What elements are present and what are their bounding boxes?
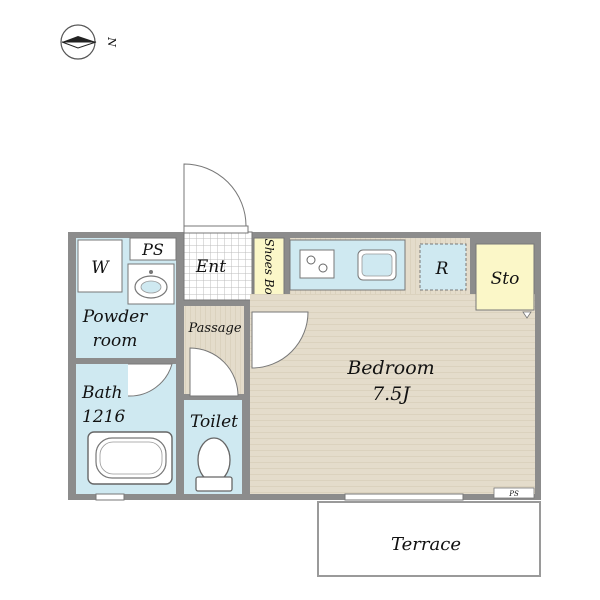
storage-label: Sto: [491, 269, 520, 289]
north-arrow-icon: [60, 24, 97, 60]
powder-room-label-1: Powder: [82, 307, 148, 327]
shoes-box-label: Shoes Box: [262, 238, 276, 301]
passage-door-swing: [189, 347, 239, 397]
bath-door-swing: [127, 363, 173, 397]
powder-room-label-2: room: [93, 331, 138, 351]
washer-label: W: [91, 258, 110, 278]
passage-label: Passage: [187, 321, 241, 336]
kitchen-counter: [289, 239, 406, 291]
toilet-label: Toilet: [190, 412, 238, 432]
entrance: [183, 231, 253, 301]
terrace-label: Terrace: [391, 534, 461, 555]
vanity-sink: [127, 263, 175, 305]
bath-label-1: Bath: [81, 383, 122, 403]
bath-label-2: 1216: [82, 407, 125, 427]
north-label: N: [105, 36, 118, 47]
compass: N: [60, 24, 118, 60]
toilet-fixture: [195, 437, 233, 492]
pipe-space-label: PS: [141, 240, 164, 259]
refrigerator-space: R: [419, 243, 467, 291]
storage: Sto: [475, 243, 535, 319]
shoes-box: Shoes Box: [253, 237, 285, 303]
entrance-label: Ent: [195, 257, 226, 277]
washer-space: W: [77, 239, 123, 293]
bedroom-size-label: 7.5J: [372, 383, 411, 405]
bath-window: [95, 493, 125, 501]
terrace: Terrace: [317, 501, 541, 577]
entrance-door: [183, 163, 249, 234]
pipe-space-small-label: PS: [508, 490, 519, 498]
pipe-space-small: PS: [493, 487, 535, 499]
bathtub: [87, 431, 173, 485]
balcony-window: [344, 493, 464, 501]
refrigerator-label: R: [435, 259, 449, 279]
bedroom-label: Bedroom: [346, 357, 434, 379]
pipe-space: PS: [129, 237, 177, 261]
bedroom-door-swing: [251, 311, 309, 369]
